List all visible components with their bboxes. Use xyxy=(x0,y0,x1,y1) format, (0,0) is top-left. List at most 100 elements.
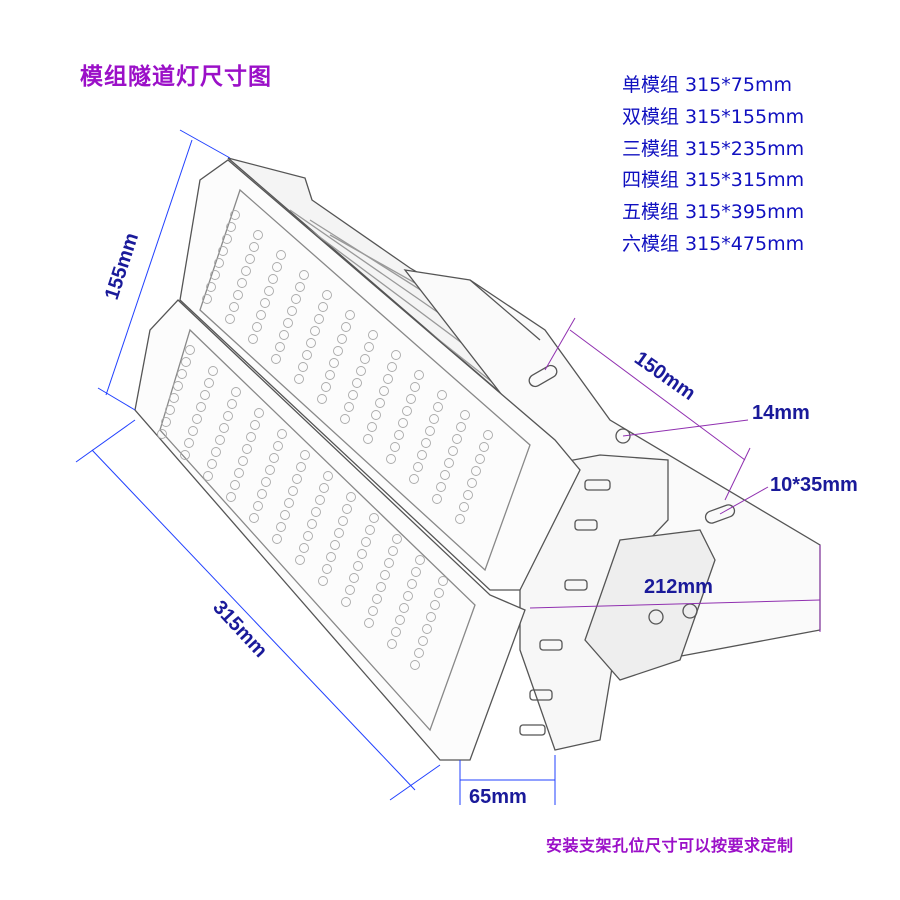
led-lens xyxy=(317,394,327,404)
led-lens xyxy=(211,447,221,457)
led-lens xyxy=(467,478,477,488)
led-lens xyxy=(394,430,404,440)
module-spec-list: 单模组 315*75mm 双模组 315*155mm 三模组 315*235mm… xyxy=(622,70,804,261)
bracket-hole xyxy=(615,428,631,444)
led-lens xyxy=(349,573,359,583)
led-lens xyxy=(227,399,237,409)
led-lens xyxy=(180,450,190,460)
dimension-lines-blue xyxy=(75,129,556,805)
led-lens xyxy=(398,418,408,428)
led-lens xyxy=(395,615,405,625)
led-lens xyxy=(296,462,306,472)
height-dimension-line xyxy=(105,139,193,396)
led-lens xyxy=(311,507,321,517)
led-lens xyxy=(225,314,235,324)
led-lens xyxy=(249,242,259,252)
led-lens xyxy=(234,468,244,478)
led-lens xyxy=(157,429,167,439)
dimension-lines-purple xyxy=(529,317,821,632)
led-lens xyxy=(364,618,374,628)
led-lens xyxy=(425,426,435,436)
led-lens xyxy=(292,474,302,484)
led-lens xyxy=(414,370,424,380)
led-lens xyxy=(264,286,274,296)
led-lens xyxy=(253,230,263,240)
led-lens xyxy=(257,489,267,499)
led-lens xyxy=(161,417,171,427)
led-lens xyxy=(233,290,243,300)
led-lens xyxy=(300,450,310,460)
led-lens xyxy=(375,398,385,408)
led-lens xyxy=(368,606,378,616)
bracket-width-label: 212mm xyxy=(644,576,713,598)
led-lens xyxy=(242,444,252,454)
led-lens xyxy=(440,470,450,480)
led-lens xyxy=(399,603,409,613)
led-lens xyxy=(185,345,195,355)
led-lens xyxy=(436,482,446,492)
led-lens xyxy=(245,254,255,264)
led-lens xyxy=(273,441,283,451)
led-lens xyxy=(411,567,421,577)
slot-pointer xyxy=(719,486,769,515)
led-lens xyxy=(386,454,396,464)
led-lens xyxy=(444,458,454,468)
led-lens xyxy=(376,582,386,592)
led-lens xyxy=(363,434,373,444)
led-lens xyxy=(319,483,329,493)
led-lens xyxy=(206,282,216,292)
led-lens xyxy=(365,525,375,535)
led-lens xyxy=(276,250,286,260)
led-lens xyxy=(295,282,305,292)
led-lens xyxy=(348,390,358,400)
led-lens xyxy=(295,555,305,565)
led-lens xyxy=(410,382,420,392)
led-lens xyxy=(214,258,224,268)
led-lens xyxy=(434,588,444,598)
led-lens xyxy=(330,540,340,550)
led-lens xyxy=(254,408,264,418)
led-lens xyxy=(448,446,458,456)
led-lens xyxy=(314,314,324,324)
led-lens xyxy=(306,338,316,348)
extension-line xyxy=(724,447,751,501)
led-lens xyxy=(250,420,260,430)
extension-line xyxy=(179,129,231,159)
led-lens xyxy=(356,366,366,376)
led-lens xyxy=(165,405,175,415)
led-lens xyxy=(334,528,344,538)
led-lens xyxy=(438,576,448,586)
led-lens xyxy=(344,402,354,412)
led-lens xyxy=(238,456,248,466)
led-lens xyxy=(333,346,343,356)
depth-label: 65mm xyxy=(469,786,527,808)
led-lens xyxy=(177,369,187,379)
led-module-upper xyxy=(179,159,581,591)
led-lens xyxy=(329,358,339,368)
led-lens xyxy=(203,471,213,481)
lens-area-upper xyxy=(199,188,531,572)
led-lens xyxy=(276,522,286,532)
led-lens xyxy=(202,294,212,304)
hole-pointer xyxy=(622,419,749,437)
led-lens xyxy=(326,552,336,562)
led-lens xyxy=(402,406,412,416)
led-lens xyxy=(284,498,294,508)
extension-line xyxy=(97,387,136,411)
hole-spacing-line xyxy=(569,329,746,461)
led-lens xyxy=(372,594,382,604)
led-lens xyxy=(352,378,362,388)
led-lens xyxy=(388,546,398,556)
led-lens xyxy=(315,495,325,505)
led-lens xyxy=(223,411,233,421)
extension-line xyxy=(75,419,136,463)
spec-item: 四模组 315*315mm xyxy=(622,169,805,192)
led-lens xyxy=(230,480,240,490)
led-lens xyxy=(479,442,489,452)
led-lens xyxy=(369,513,379,523)
led-lens xyxy=(246,432,256,442)
led-lens xyxy=(184,438,194,448)
spec-item: 双模组 315*155mm xyxy=(622,105,805,128)
